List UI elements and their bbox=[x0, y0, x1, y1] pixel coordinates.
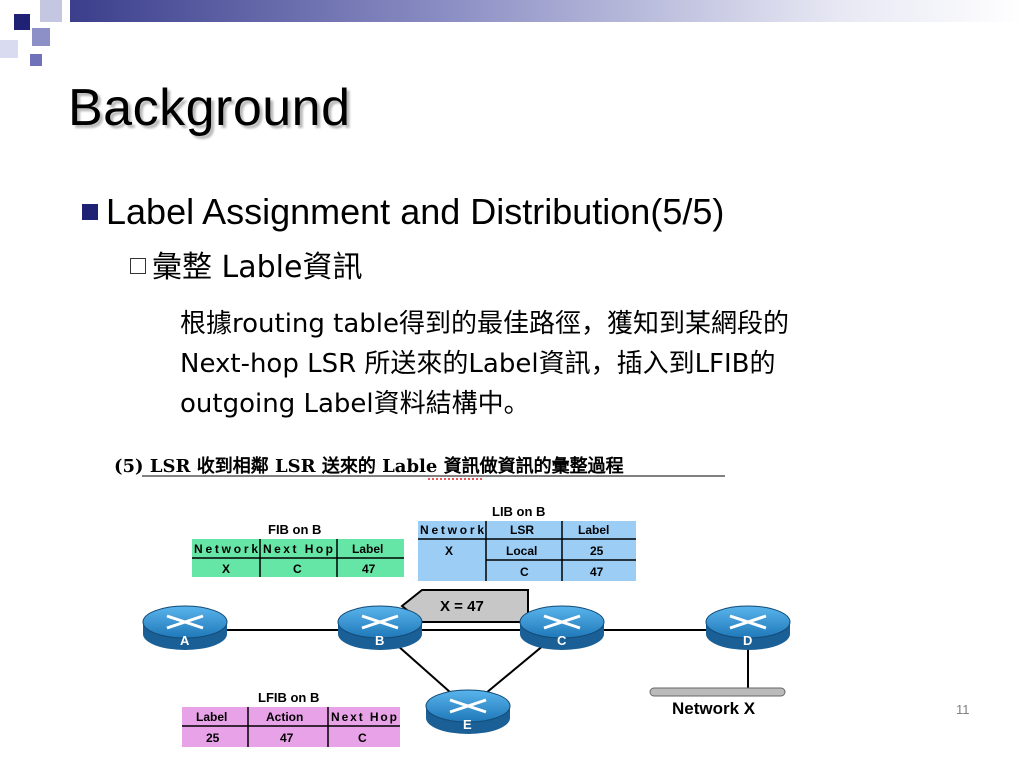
lib-table: LIB on B Network LSR Label X Local 25 C … bbox=[418, 504, 636, 581]
fib-table: FIB on B Network Next Hop Label X C 47 bbox=[192, 522, 404, 577]
lfib-cell-label: 25 bbox=[206, 731, 220, 745]
header-gradient-bar bbox=[70, 0, 1024, 22]
fib-title: FIB on B bbox=[268, 522, 321, 537]
router-label-b: B bbox=[375, 633, 384, 648]
lfib-header-action: Action bbox=[266, 710, 303, 724]
decorative-square-pale bbox=[0, 40, 18, 58]
slide-title: Background bbox=[68, 79, 351, 137]
bullet-level2: 彙整 Lable資訊 bbox=[130, 250, 362, 286]
lfib-header-nexthop: Next Hop bbox=[331, 710, 397, 724]
paragraph-line-3: outgoing Label資料結構中。 bbox=[180, 389, 530, 419]
router-label-a: A bbox=[180, 633, 190, 648]
lfib-title: LFIB on B bbox=[258, 690, 319, 705]
router-arrows-icon bbox=[729, 614, 767, 630]
router-d: D bbox=[705, 605, 791, 650]
router-label-d: D bbox=[743, 633, 752, 648]
router-b: B bbox=[337, 605, 423, 650]
lfib-cell-nexthop: C bbox=[358, 731, 367, 745]
router-label-e: E bbox=[463, 717, 472, 732]
router-label-c: C bbox=[557, 633, 567, 648]
lib-cell-network: X bbox=[445, 544, 453, 558]
router-arrows-icon bbox=[166, 614, 204, 630]
label-advert-arrow: X = 47 bbox=[400, 589, 529, 623]
network-x-label: Network X bbox=[672, 699, 756, 718]
page-number: 11 bbox=[956, 702, 970, 717]
lfib-cell-action: 47 bbox=[280, 731, 294, 745]
router-arrows-icon bbox=[361, 614, 399, 630]
router-arrows-icon bbox=[543, 614, 581, 630]
body-paragraph: 根據routing table得到的最佳路徑，獲知到某網段的 Next-hop … bbox=[180, 304, 970, 424]
lib-cell-label-1: 25 bbox=[590, 544, 604, 558]
paragraph-line-2: Next-hop LSR 所送來的Label資訊，插入到LFIB的 bbox=[180, 349, 776, 379]
arrow-label: X = 47 bbox=[440, 598, 484, 615]
lib-cell-label-2: 47 bbox=[590, 565, 604, 579]
router-c: C bbox=[519, 605, 605, 650]
decorative-square-dark bbox=[14, 14, 30, 30]
decorative-square-mid bbox=[32, 28, 50, 46]
fib-cell-nexthop: C bbox=[293, 562, 302, 576]
decorative-square-light bbox=[40, 0, 62, 22]
bullet-level1: Label Assignment and Distribution(5/5) bbox=[82, 192, 724, 232]
fib-header-nexthop: Next Hop bbox=[263, 542, 333, 556]
hollow-square-bullet-icon bbox=[130, 258, 146, 274]
router-e: E bbox=[425, 689, 511, 734]
lib-header-lsr: LSR bbox=[510, 523, 534, 537]
square-bullet-icon bbox=[82, 204, 98, 220]
router-a: A bbox=[142, 605, 228, 650]
bullet-level1-text: Label Assignment and Distribution(5/5) bbox=[106, 191, 725, 232]
lib-cell-lsr-2: C bbox=[520, 565, 529, 579]
fib-cell-label: 47 bbox=[362, 562, 376, 576]
network-x-bar bbox=[649, 687, 786, 697]
fib-cell-network: X bbox=[222, 562, 230, 576]
decorative-square-blue bbox=[30, 54, 42, 66]
lfib-table: LFIB on B Label Action Next Hop 25 47 C bbox=[182, 690, 400, 747]
lfib-header-label: Label bbox=[196, 710, 227, 724]
paragraph-line-1: 根據routing table得到的最佳路徑，獲知到某網段的 bbox=[180, 309, 790, 339]
router-arrows-icon bbox=[449, 698, 487, 714]
bullet-level2-text: 彙整 Lable資訊 bbox=[152, 250, 363, 285]
lib-header-label: Label bbox=[578, 523, 609, 537]
mpls-diagram: (5) LSR 收到相鄰 LSR 送來的 Lable 資訊做資訊的彙整過程 Ne… bbox=[114, 455, 791, 747]
diagram-caption: (5) LSR 收到相鄰 LSR 送來的 Lable 資訊做資訊的彙整過程 bbox=[114, 455, 624, 477]
fib-header-label: Label bbox=[352, 542, 383, 556]
lib-cell-lsr-1: Local bbox=[506, 544, 537, 558]
lib-title: LIB on B bbox=[492, 504, 545, 519]
